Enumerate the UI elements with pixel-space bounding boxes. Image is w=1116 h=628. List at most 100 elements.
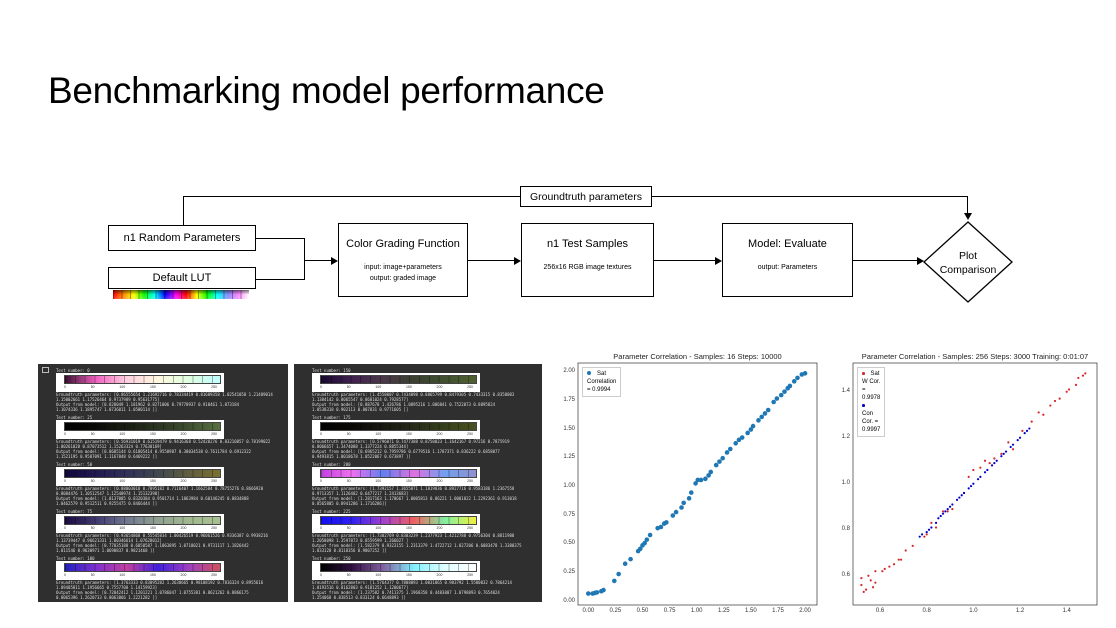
strip-tick: 0 [64, 526, 66, 530]
data-point [644, 537, 650, 542]
color-grading-input: input: image+parameters [364, 264, 442, 271]
legend-marker-icon [862, 404, 865, 407]
data-point [937, 517, 940, 520]
model-output-line-cont: 0.8565805 0.8941286 1.1716286]] [312, 501, 387, 506]
data-point [995, 459, 998, 462]
model-output-line: Output from model: [0.72042412 1.1201221… [56, 590, 249, 595]
data-point [622, 561, 628, 567]
data-point [594, 590, 600, 595]
strip-tick: 150 [149, 385, 156, 389]
plot-comparison-diamond [923, 221, 1013, 303]
data-point [778, 392, 784, 398]
x-tick-label: 1.00 [690, 608, 703, 614]
data-point [967, 487, 970, 490]
data-point [955, 498, 959, 501]
slide-title: Benchmarking model performance [48, 70, 605, 111]
connector [468, 260, 515, 262]
data-point [993, 457, 996, 460]
data-point [736, 437, 742, 443]
strip-tick: 200 [436, 479, 443, 483]
data-point [934, 521, 938, 524]
plot-frame [852, 362, 1098, 606]
data-point [983, 471, 987, 474]
data-point [628, 556, 633, 562]
data-point [703, 476, 708, 482]
test-number-label: Test number: 50 [56, 462, 93, 467]
data-point [1021, 429, 1024, 432]
data-point [951, 507, 954, 511]
data-point [972, 482, 975, 485]
chart-title: Parameter Correlation - Samples: 16 Step… [613, 352, 782, 361]
data-point [708, 469, 714, 475]
data-point [939, 514, 942, 518]
groundtruth-line-cont: 1.13739447 0.96621331 1.00346614 1.07628… [56, 538, 162, 543]
data-point [972, 468, 975, 472]
arrow-right-icon [331, 256, 338, 265]
data-point [1074, 383, 1078, 386]
data-point [585, 591, 591, 596]
model-output-line-cont: 1.1521195 0.9587091 1.1167848 0.6469222 … [56, 454, 158, 459]
data-point [1049, 404, 1052, 407]
data-point [867, 574, 870, 577]
strip-tick: 50 [346, 385, 351, 389]
chart-legend: Sat Correlation = 0.9994 [582, 367, 622, 397]
data-point [647, 532, 653, 538]
model-evaluate-output: output: Parameters [757, 264, 818, 271]
strip-tick: 150 [149, 432, 156, 436]
y-tick-label: 0.00 [563, 597, 575, 604]
x-tick-label: 0.6 [875, 608, 885, 614]
data-point [958, 496, 961, 499]
model-output-line: Output from model: [1.0137085 0.8320384 … [56, 496, 249, 501]
data-point [679, 505, 684, 510]
x-tick-label: 1.50 [745, 608, 757, 614]
texture-strip [320, 563, 477, 572]
strip-tick: 0 [320, 526, 322, 530]
connector [967, 196, 969, 214]
groundtruth-line: Groundtruth parameters: [0.93654868 0.55… [56, 533, 268, 538]
strip-tick: 50 [346, 479, 351, 483]
strip-tick: 0 [320, 573, 322, 577]
groundtruth-line-cont: 1.2058098 1.3597873 0.8559599 1.266027 ] [312, 538, 409, 543]
data-point [638, 546, 643, 552]
data-point [762, 411, 768, 416]
model-output-line: Output from model: [0.8605144 0.61805414… [56, 449, 252, 454]
y-tick-label: 0.25 [563, 568, 575, 575]
data-point [739, 435, 745, 440]
strip-tick: 150 [405, 479, 412, 483]
data-point [759, 414, 765, 420]
strip-tick: 250 [211, 526, 217, 530]
strip-tick: 250 [467, 526, 473, 530]
lut-image [113, 290, 249, 299]
strip-tick: 200 [436, 385, 443, 389]
y-tick-label: 1.00 [563, 482, 575, 489]
data-point [1011, 448, 1015, 451]
groundtruth-line-cont: 1.1384142 0.8065547 0.8681024 0.7928577] [312, 397, 409, 402]
groundtruth-line-cont: 0.8066657 1.3474088 1.3377224 0.8855344] [312, 444, 409, 449]
strip-tick: 100 [119, 573, 126, 577]
data-point [881, 570, 884, 573]
connector [853, 260, 918, 262]
data-point [733, 440, 739, 446]
data-point [1016, 438, 1019, 442]
model-output-line-cont: 1.0462579 0.9512511 0.9255475 0.8466444 … [56, 501, 158, 506]
data-point [979, 466, 982, 469]
test-number-label: Test number: 200 [312, 462, 351, 467]
data-point [960, 494, 963, 497]
model-output-line-cont: 1.1074336 1.1895747 1.0736011 1.0580114 … [56, 407, 158, 412]
x-tick-label: 1.75 [772, 608, 784, 614]
strip-tick: 200 [180, 573, 187, 577]
output-toggle-icon[interactable] [42, 367, 49, 373]
strip-tick: 200 [180, 526, 187, 530]
texture-strip [320, 516, 477, 525]
test-number-label: Test number: 225 [312, 509, 351, 514]
data-point [927, 528, 931, 531]
data-point [1028, 427, 1031, 430]
model-evaluate-title: Model: Evaluate [748, 238, 827, 250]
data-point [771, 399, 776, 405]
strip-tick: 150 [149, 479, 156, 483]
